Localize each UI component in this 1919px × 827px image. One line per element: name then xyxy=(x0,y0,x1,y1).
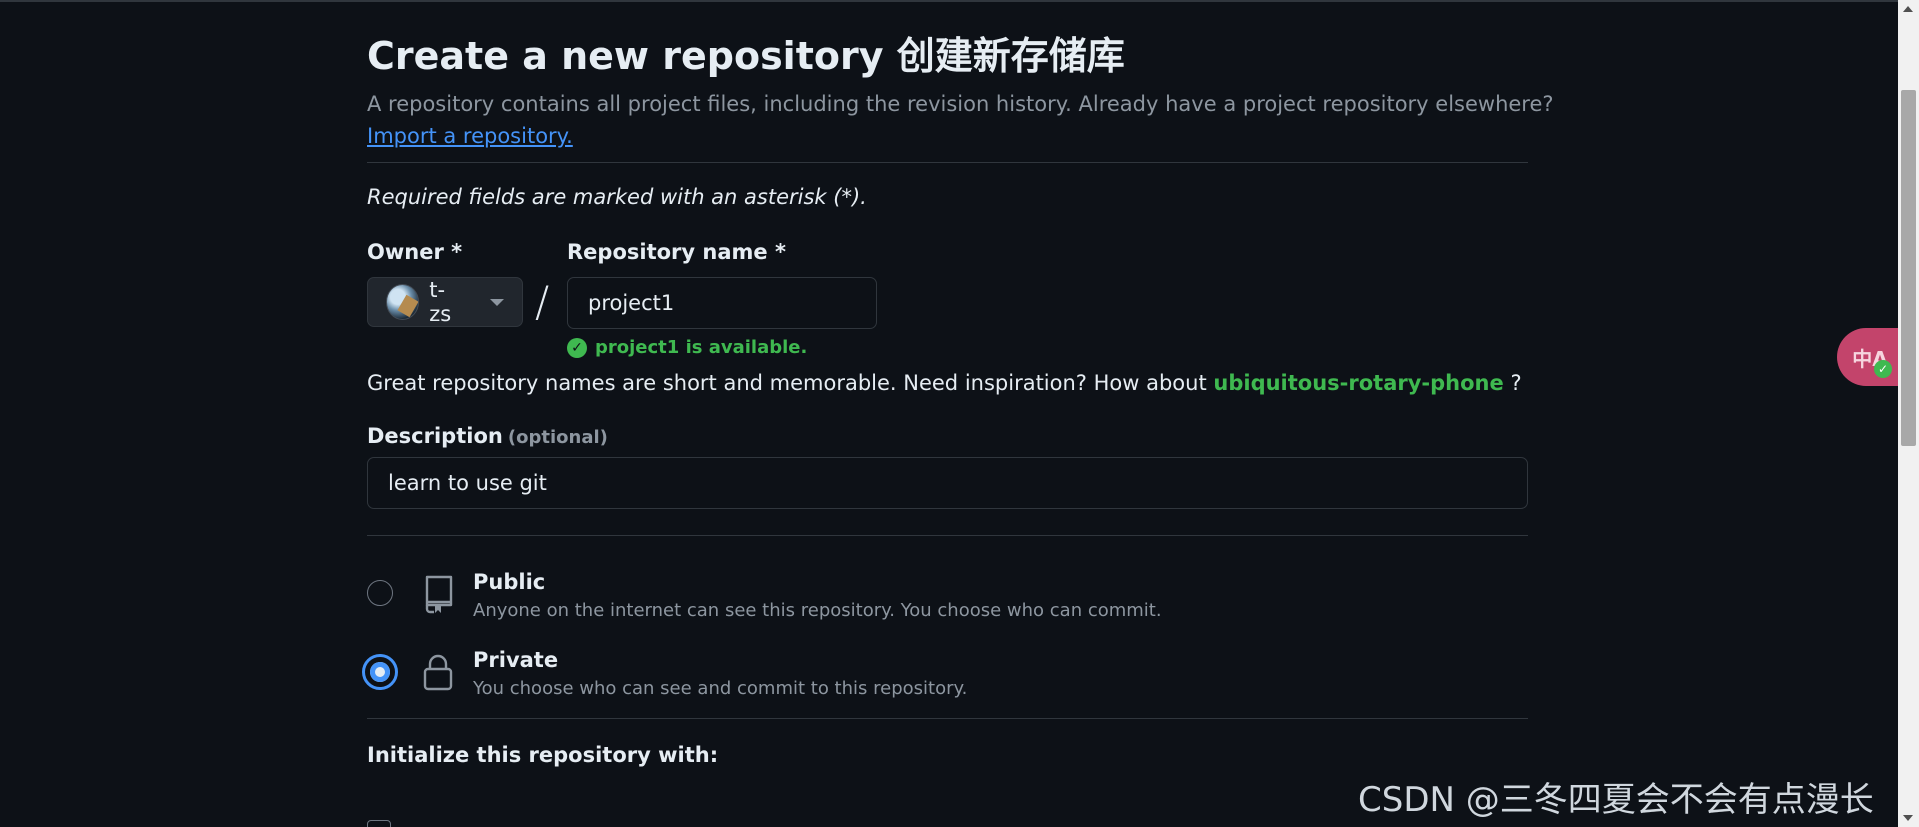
owner-name-row: Owner * t-zs / Repository name * ✓ proje… xyxy=(367,237,1528,367)
owner-name: t-zs xyxy=(429,278,452,326)
repository-name-input[interactable] xyxy=(567,277,877,329)
name-inspiration: Great repository names are short and mem… xyxy=(367,367,1528,399)
check-circle-icon: ✓ xyxy=(567,337,587,358)
optional-hint: (optional) xyxy=(507,427,608,448)
translate-check-icon: ✓ xyxy=(1874,360,1892,378)
vertical-scrollbar[interactable] xyxy=(1898,0,1919,827)
scroll-up-arrow-icon[interactable] xyxy=(1903,6,1913,12)
description-input[interactable] xyxy=(367,457,1528,509)
initialize-divider xyxy=(367,718,1528,719)
public-title: Public xyxy=(473,570,546,594)
repo-book-icon xyxy=(425,575,453,614)
scroll-down-arrow-icon[interactable] xyxy=(1903,815,1913,821)
inspiration-text: Great repository names are short and mem… xyxy=(367,371,1207,395)
caret-down-icon xyxy=(490,298,504,306)
availability-text: project1 is available. xyxy=(595,337,808,358)
visibility-private-option[interactable]: Private You choose who can see and commi… xyxy=(362,634,1528,712)
private-description: You choose who can see and commit to thi… xyxy=(473,678,968,699)
private-title: Private xyxy=(473,648,559,672)
public-radio[interactable] xyxy=(367,580,393,606)
lock-icon xyxy=(423,654,453,691)
description-label: Description xyxy=(367,424,503,448)
inspiration-suffix: ? xyxy=(1510,371,1522,395)
scroll-thumb[interactable] xyxy=(1901,90,1916,446)
availability-status: ✓ project1 is available. xyxy=(567,337,877,358)
description-label-row: Description (optional) xyxy=(367,421,1528,451)
slash-separator: / xyxy=(535,277,550,326)
initialize-label: Initialize this repository with: xyxy=(367,743,719,767)
page-subtitle: A repository contains all project files,… xyxy=(367,92,1554,116)
header-divider xyxy=(367,162,1528,163)
new-repo-form: Create a new repository 创建新存储库 A reposit… xyxy=(362,30,1554,767)
avatar xyxy=(386,284,420,320)
public-description: Anyone on the internet can see this repo… xyxy=(473,600,1162,621)
import-repository-link[interactable]: Import a repository. xyxy=(367,124,573,148)
repository-name-label: Repository name * xyxy=(567,240,786,264)
page-title: Create a new repository 创建新存储库 xyxy=(367,34,1125,78)
owner-field: Owner * t-zs xyxy=(367,237,523,327)
repository-name-field: Repository name * ✓ project1 is availabl… xyxy=(567,237,877,358)
initialize-checkbox[interactable] xyxy=(367,820,391,827)
watermark: CSDN @三冬四夏会不会有点漫长 xyxy=(1358,780,1874,820)
visibility-public-option[interactable]: Public Anyone on the internet can see th… xyxy=(367,556,1528,634)
top-border xyxy=(0,0,1898,2)
private-radio[interactable] xyxy=(362,654,398,690)
owner-dropdown[interactable]: t-zs xyxy=(367,277,523,327)
translate-button[interactable]: 中A xyxy=(1837,328,1903,386)
suggested-name-link[interactable]: ubiquitous-rotary-phone xyxy=(1213,371,1504,395)
required-fields-note: Required fields are marked with an aster… xyxy=(367,185,867,209)
owner-label: Owner * xyxy=(367,240,463,264)
visibility-divider xyxy=(367,535,1528,536)
